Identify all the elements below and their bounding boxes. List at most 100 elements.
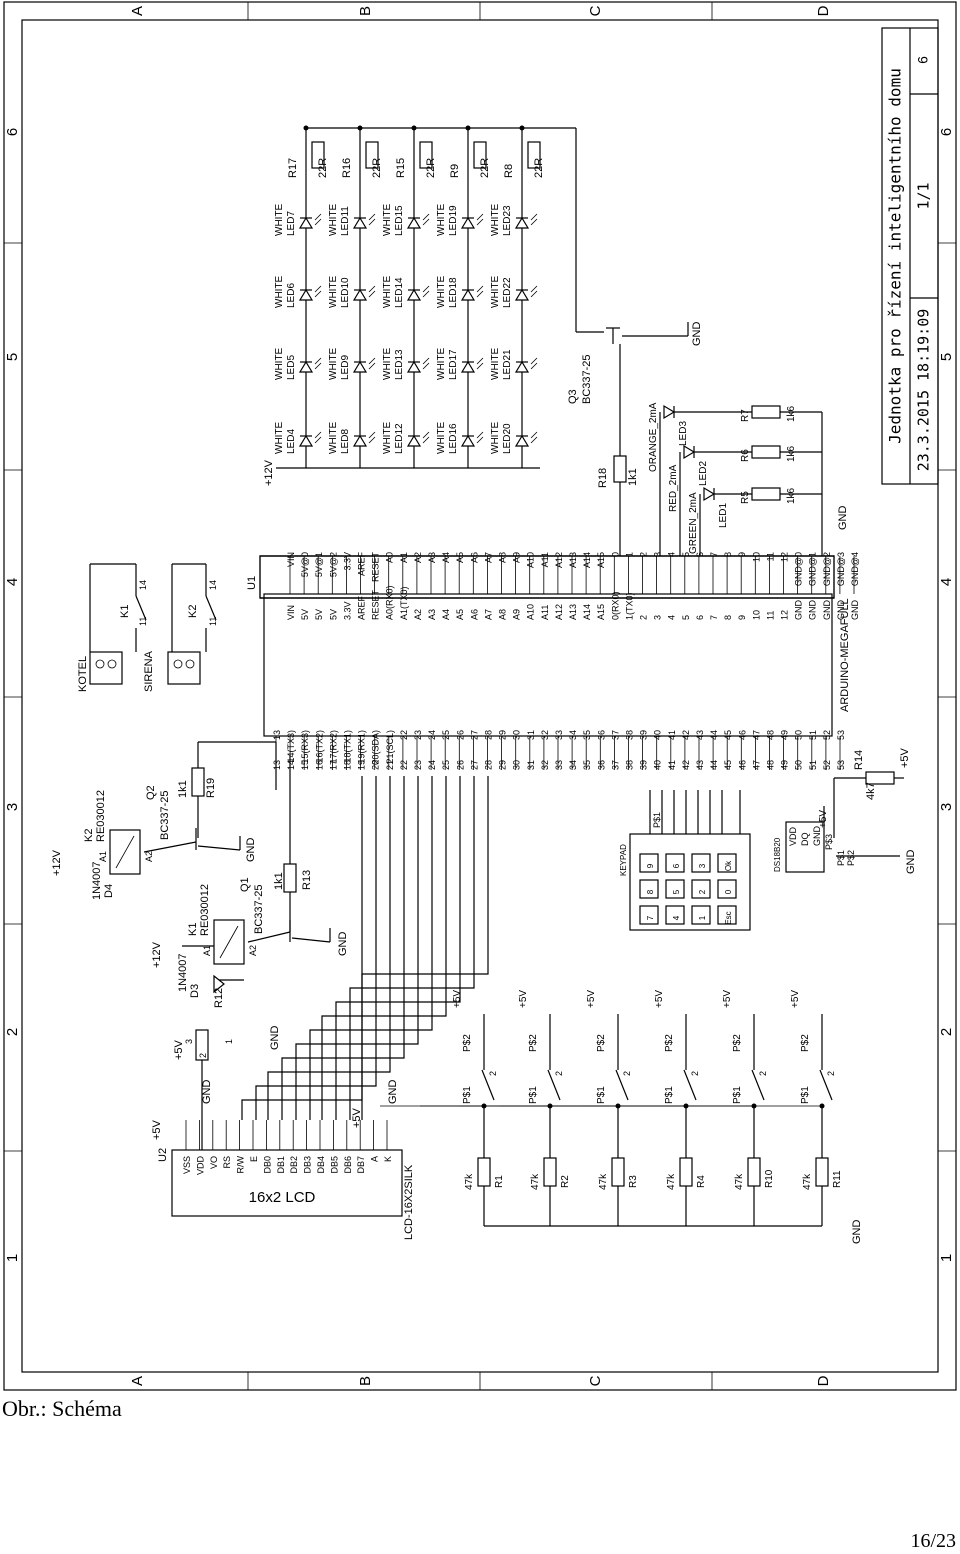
arduino-pin-label: 24 (427, 730, 437, 740)
led-type: WHITE (274, 275, 285, 308)
arduino-net-label: 2 (639, 552, 649, 557)
q3-value: BC337-25 (581, 354, 593, 404)
lcd-pin-label: DB1 (276, 1156, 286, 1174)
row-number-left-1: 1 (4, 1254, 21, 1262)
k2-value: RE030012 (95, 790, 107, 842)
keypad-key: 2 (691, 879, 711, 899)
pulldown-value: 47k (734, 1173, 745, 1190)
arduino-pin-label: 18(TX1) (343, 730, 353, 763)
button-p2: P$2 (528, 1034, 539, 1052)
arduino-pin-label: 49 (780, 730, 790, 740)
r18-value: 1k1 (627, 468, 639, 486)
arduino-net-label: 31 (526, 760, 536, 770)
row-number-left-4: 4 (4, 578, 21, 586)
arduino-pin-label: A5 (455, 609, 465, 620)
terminal-kotel (89, 651, 123, 685)
arduino-net-label: A9 (512, 552, 522, 563)
arduino-pin-label: 9 (737, 615, 747, 620)
led-resistor-ref: R17 (287, 158, 299, 178)
row-number-left-6: 6 (4, 128, 21, 136)
lcd-bus-wire (349, 776, 475, 1120)
arduino-net-label: 5 (681, 552, 691, 557)
arduino-pin-label: 6 (695, 615, 705, 620)
pulldown-resistor (543, 1157, 557, 1187)
led-ref: LED6 (286, 283, 297, 308)
pulldown-ref: R3 (628, 1175, 639, 1188)
frame-zone-ticks (4, 2, 956, 1390)
status-resistor-value: 1k6 (786, 445, 797, 462)
r14-v5: +5V (899, 747, 911, 768)
led-type: WHITE (274, 347, 285, 380)
lcd-pin-label: DB4 (316, 1156, 326, 1174)
arduino-net-label: A0 (385, 552, 395, 563)
keypad-key-label: 4 (672, 915, 681, 920)
arduino-pin-label: A4 (441, 609, 451, 620)
led-resistor-ref: R8 (503, 164, 515, 178)
led-type: WHITE (490, 421, 501, 454)
led-type: WHITE (274, 421, 285, 454)
arduino-net-label: 18 (343, 760, 353, 770)
led-ref: LED11 (340, 206, 351, 236)
lcd-bus-wire (267, 776, 391, 1120)
title-row: 6 (915, 56, 931, 64)
arduino-net-label: A2 (413, 552, 423, 563)
ds18b20-p2: P$2 (846, 850, 856, 866)
arduino-net-label: 44 (709, 760, 719, 770)
arduino-pin-label: A8 (498, 609, 508, 620)
arduino-ref: U1 (246, 576, 258, 590)
arduino-net-label: GND@2 (822, 552, 832, 586)
arduino-net-label: 17 (328, 760, 338, 770)
arduino-pin-label: RESET (371, 589, 381, 620)
led-type: WHITE (382, 421, 393, 454)
pulldown-ref: R1 (494, 1175, 505, 1188)
arduino-net-label: GND@4 (850, 552, 860, 586)
pulldown-resistor (747, 1157, 761, 1187)
arduino-pin-label: A12 (554, 604, 564, 620)
button-pin: 2 (826, 1071, 836, 1076)
arduino-net-label: A11 (540, 552, 550, 567)
status-led-ref: LED3 (678, 421, 689, 446)
q3-gnd: GND (691, 322, 703, 347)
arduino-net-label: 49 (780, 760, 790, 770)
relay-k1-coil: K1 RE030012 A1 A2 Q1 BC337-25 GND D3 1N4… (151, 877, 349, 1008)
arduino-pin-label: 41 (667, 730, 677, 740)
title-sheet: 1/1 (915, 182, 933, 209)
lcd-pin-label: DB3 (303, 1156, 313, 1174)
arduino-net-label: 3 (653, 552, 663, 557)
led-type: WHITE (328, 275, 339, 308)
arduino-outline (263, 593, 833, 737)
status-resistor-value: 1k6 (786, 487, 797, 504)
arduino-net-label: GND@0 (794, 552, 804, 586)
arduino-pin-label: A1(TX0) (399, 586, 409, 620)
lcd-pin-label: DB6 (343, 1156, 353, 1174)
r19-resistor: R19 1k1 (177, 741, 277, 838)
d3-ref: D3 (189, 984, 201, 998)
lcd-v5: +5V (151, 1119, 163, 1140)
lcd-backlight-v5: +5V (351, 1107, 363, 1128)
arduino-net-label: A1 (399, 552, 409, 563)
arduino-pin-label: 11 (765, 611, 775, 620)
led-ref: LED21 (502, 349, 513, 380)
status-resistor-ref: R6 (740, 449, 751, 462)
led-resistor-ref: R16 (341, 158, 353, 178)
status-led-color: RED_2mA (668, 464, 679, 512)
button-p1: P$1 (732, 1086, 743, 1104)
lcd-pin-label: VDD (195, 1156, 205, 1176)
col-letter-top-b: B (357, 6, 374, 16)
arduino-pin-label: 21(SCL) (385, 730, 395, 764)
arduino-pin-label: GND (836, 600, 846, 621)
q3-transistor: Q3 BC337-25 GND (567, 128, 703, 404)
schematic-sheet: A B C D A B C D 1 2 3 4 5 6 1 2 3 4 5 6 … (3, 1, 957, 1391)
